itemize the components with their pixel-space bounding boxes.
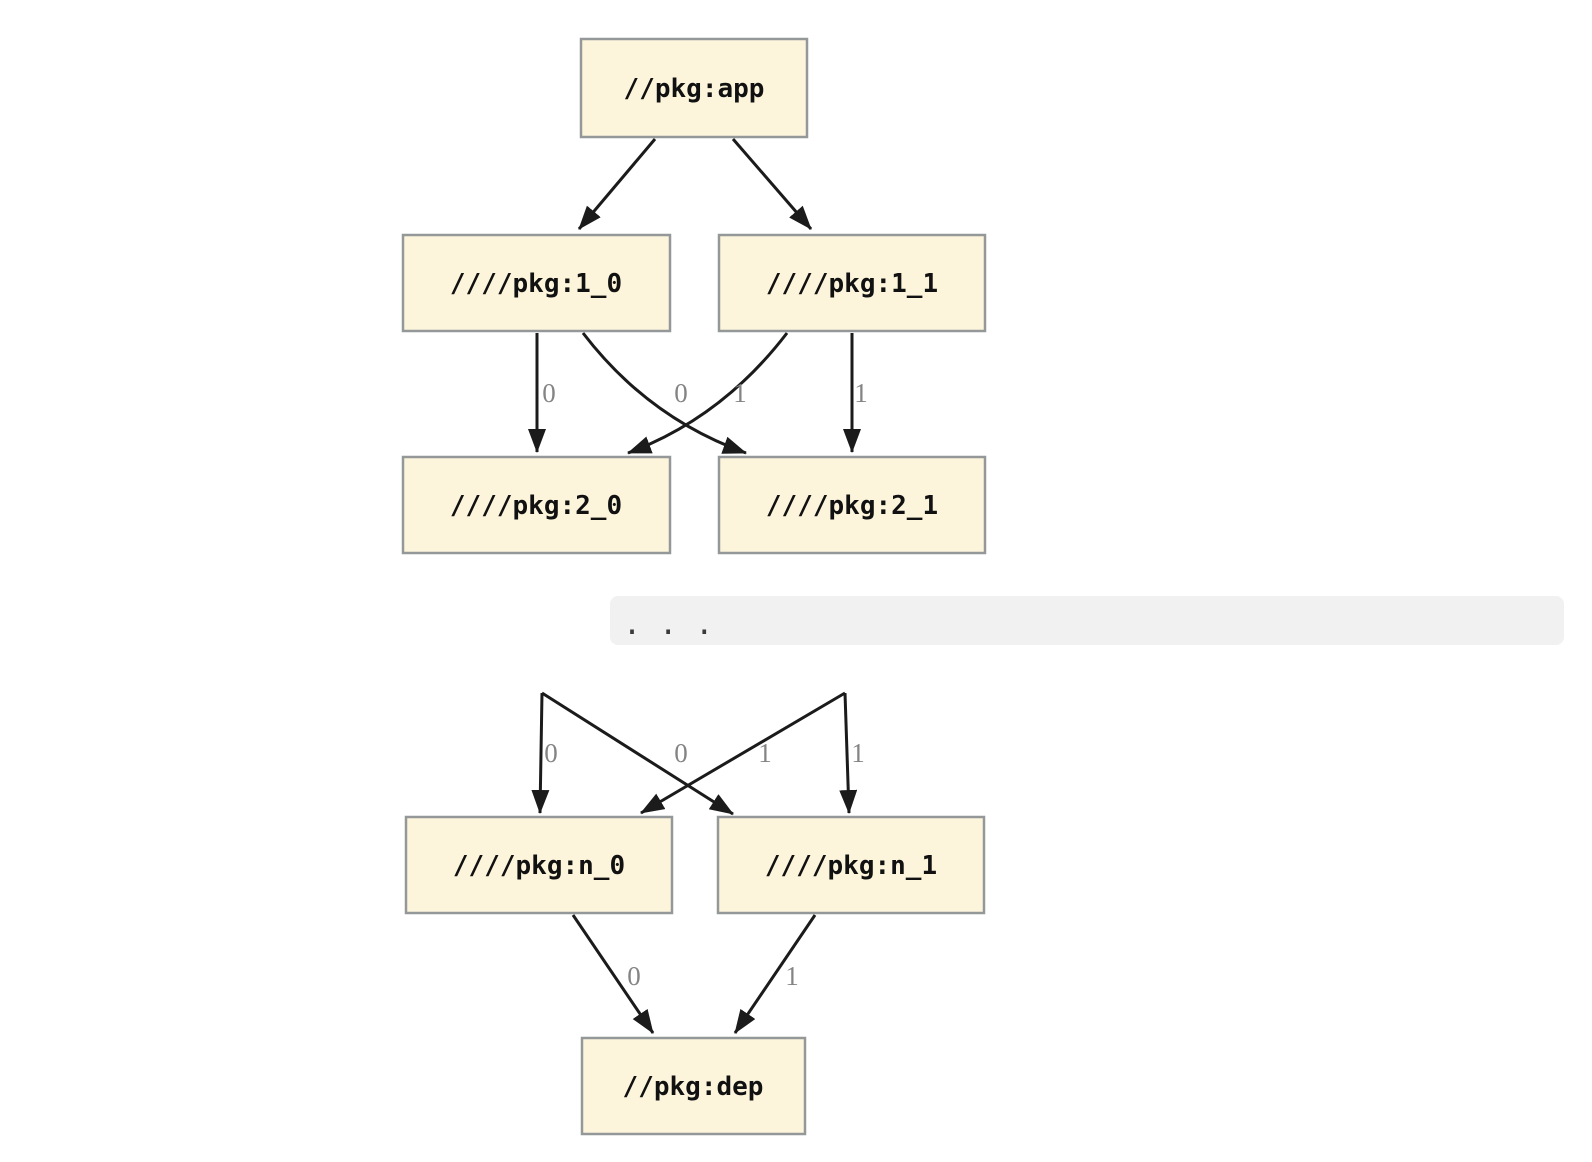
node-n_0-box (404, 815, 674, 915)
node-1_1: ////pkg:1_1 (717, 233, 987, 333)
edge-label: 0 (544, 738, 558, 768)
node-n_0: ////pkg:n_0 (404, 815, 674, 915)
node-1_1-label: ////pkg:1_1 (766, 269, 938, 299)
edge-app-to-1_0 (577, 138, 657, 230)
ellipsis-band: . . . (610, 596, 1564, 645)
upper-graph-edges (528, 138, 861, 455)
edge-label: 1 (854, 378, 868, 408)
edge-label: 0 (674, 738, 688, 768)
node-1_0: ////pkg:1_0 (401, 233, 672, 333)
node-2_0-box (401, 455, 672, 555)
edge-label: 0 (627, 961, 641, 991)
node-n_1: ////pkg:n_1 (716, 815, 986, 915)
node-dep-label: //pkg:dep (623, 1072, 764, 1102)
node-1_0-box (401, 233, 672, 333)
edge-elided-to-n_1-cross (541, 691, 734, 816)
node-2_0-label: ////pkg:2_0 (450, 491, 622, 521)
node-dep: //pkg:dep (580, 1036, 807, 1136)
edge-app-to-1_1 (731, 138, 813, 230)
edge-elided-to-n_1-straight (839, 692, 858, 814)
node-app-box (579, 37, 809, 139)
edge-label: 1 (851, 738, 865, 768)
edge-elided-to-n_0-straight (531, 692, 550, 814)
edge-1_0-to-2_1 (581, 332, 747, 455)
lower-graph-edge-labels: 0 0 1 1 0 1 (544, 738, 865, 991)
node-dep-box (580, 1036, 807, 1136)
node-1_0-label: ////pkg:1_0 (450, 269, 622, 299)
node-2_1-box (717, 455, 987, 555)
upper-graph-edge-labels: 0 0 1 1 (542, 378, 868, 408)
edge-label: 1 (758, 738, 772, 768)
edge-n_1-to-dep (733, 914, 817, 1034)
node-1_1-box (717, 233, 987, 333)
node-2_0: ////pkg:2_0 (401, 455, 672, 555)
edge-elided-to-n_0-cross (640, 691, 846, 815)
node-app-label: //pkg:app (624, 74, 765, 104)
edge-1_1-to-2_0 (627, 332, 789, 455)
edge-label: 1 (733, 378, 747, 408)
edge-label: 0 (542, 378, 556, 408)
edge-label: 1 (785, 961, 799, 991)
edge-label: 0 (674, 378, 688, 408)
node-n_0-label: ////pkg:n_0 (453, 851, 625, 881)
lower-graph-edges (531, 691, 858, 1034)
node-n_1-label: ////pkg:n_1 (765, 851, 937, 881)
edge-n_0-to-dep (571, 914, 655, 1034)
ellipsis-text: . . . (623, 607, 714, 642)
node-n_1-box (716, 815, 986, 915)
node-2_1: ////pkg:2_1 (717, 455, 987, 555)
node-2_1-label: ////pkg:2_1 (766, 491, 938, 521)
node-app: //pkg:app (579, 37, 809, 139)
